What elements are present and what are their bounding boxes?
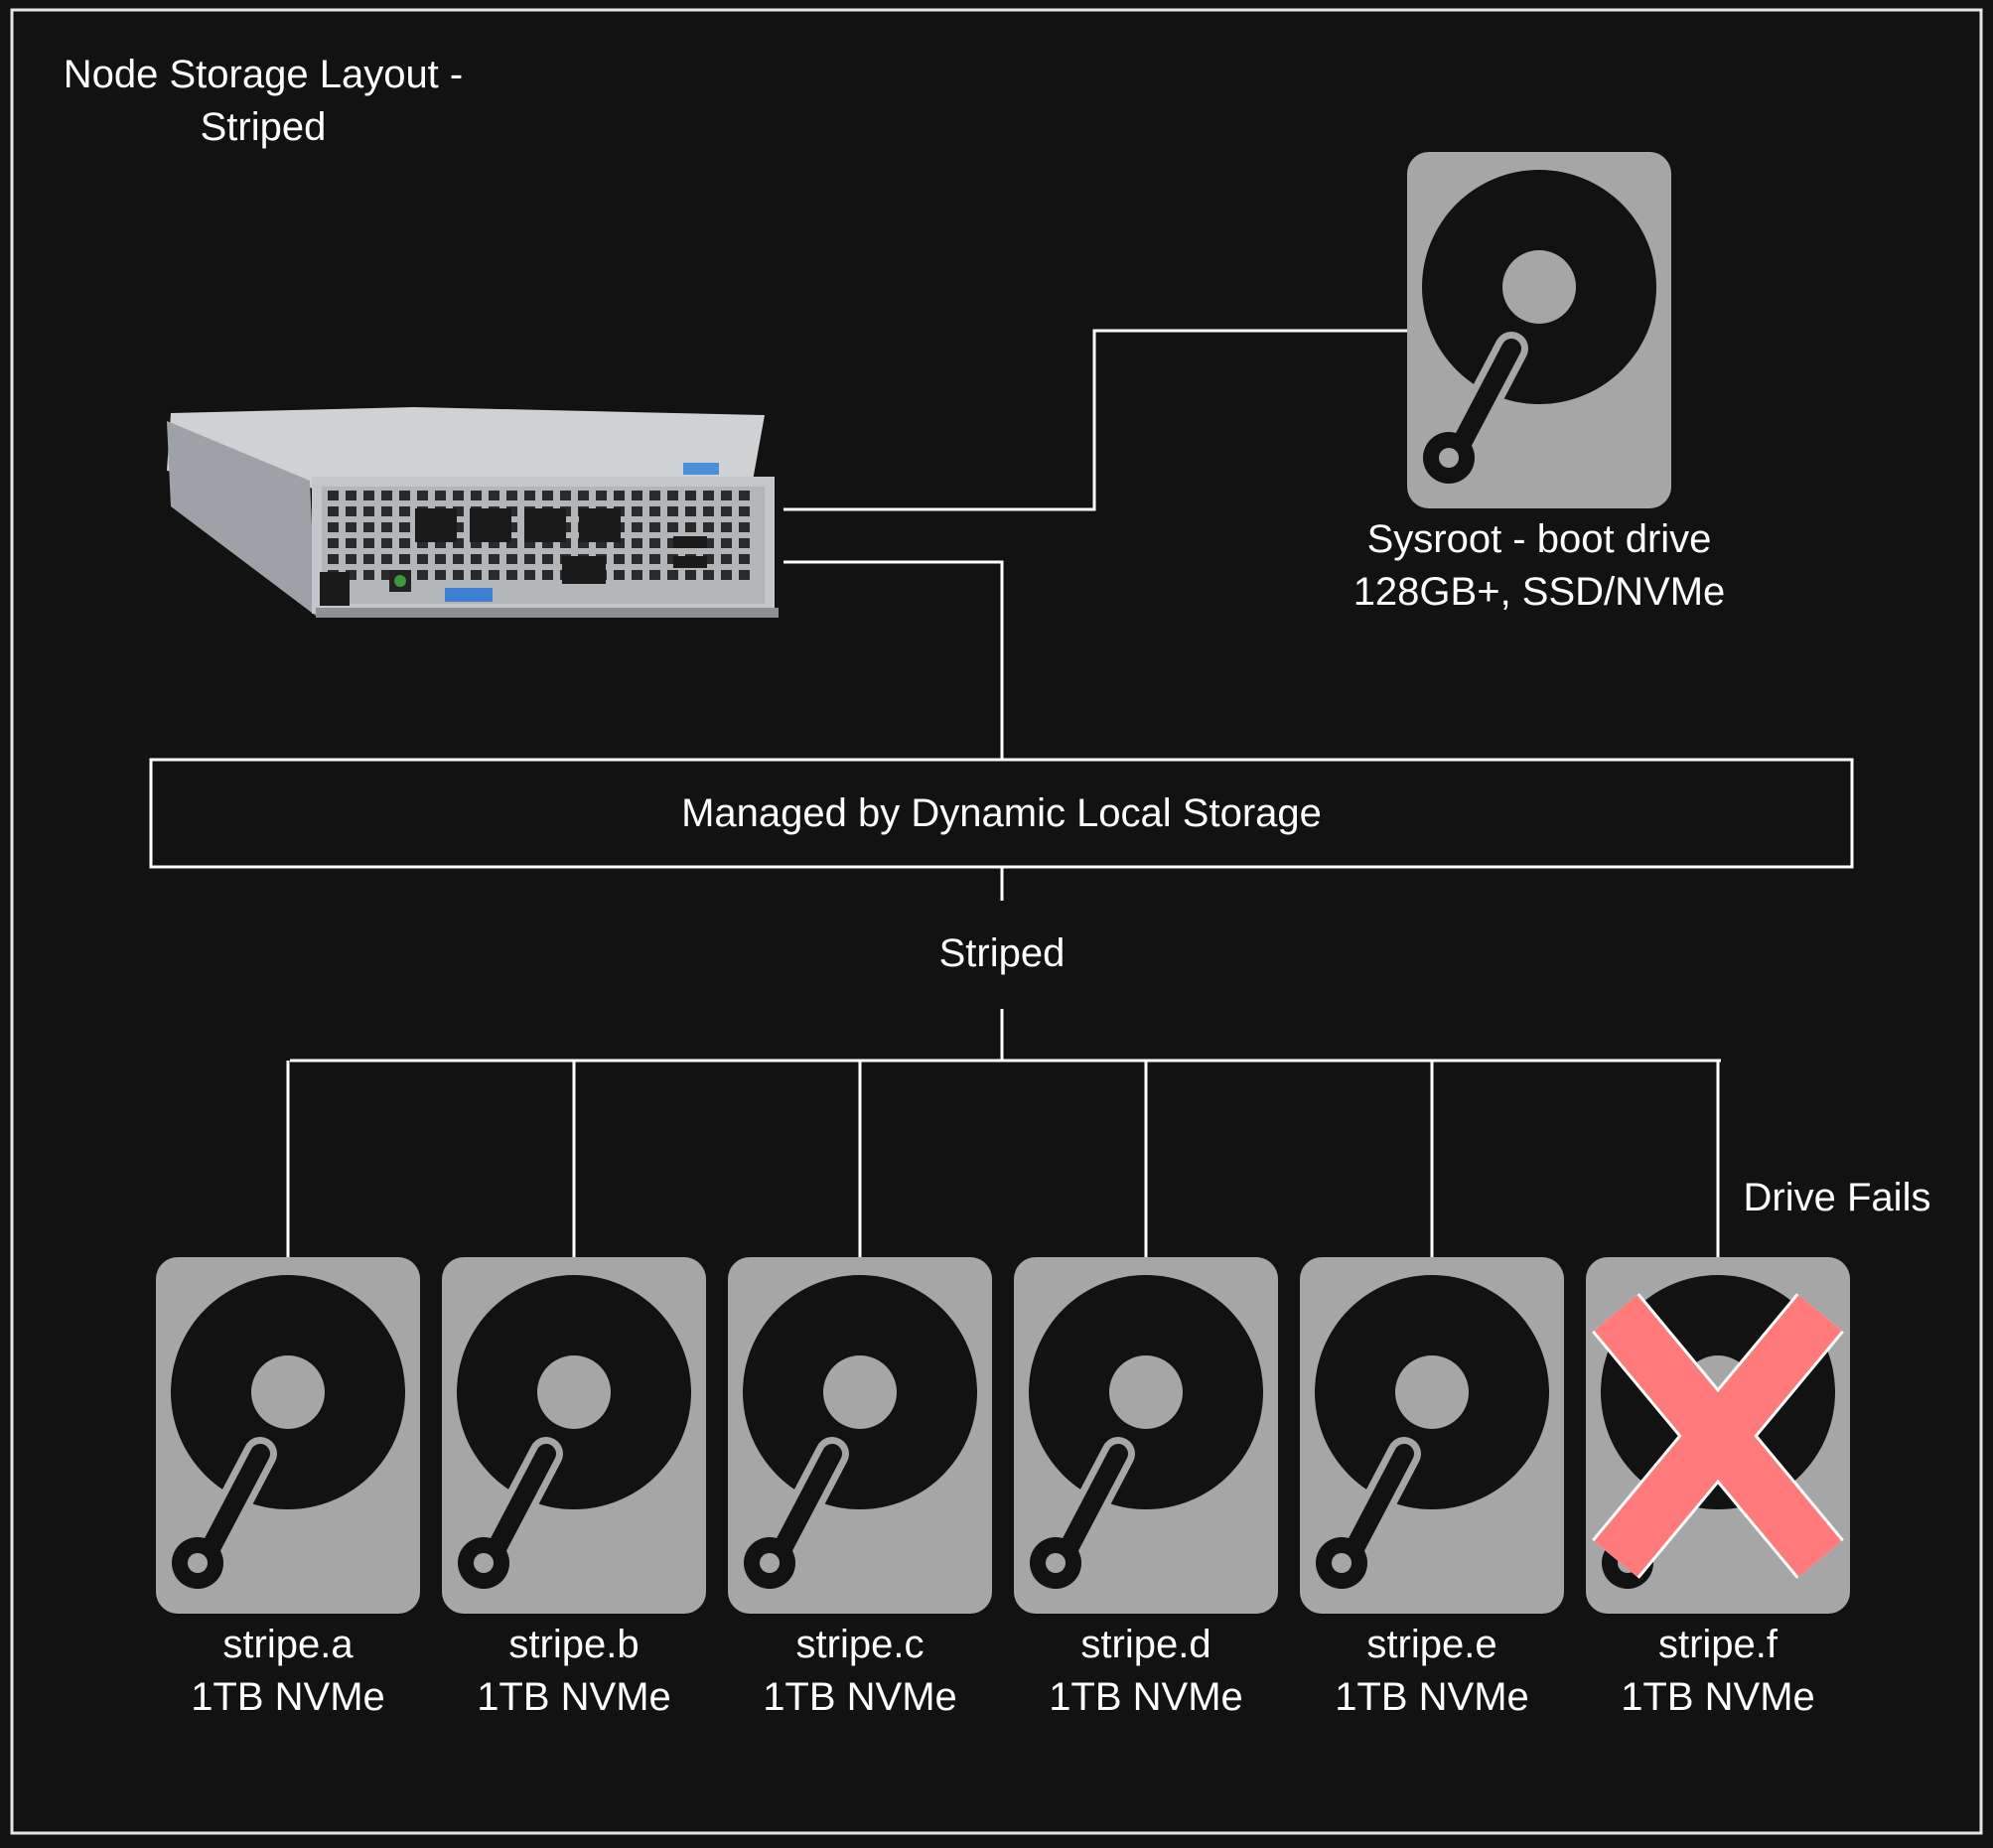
drive-label: stripe.e 1TB NVMe (1293, 1619, 1571, 1724)
drive-name: stripe.e (1366, 1623, 1497, 1666)
drive-name: stripe.d (1080, 1623, 1211, 1666)
diagram-title: Node Storage Layout - Striped (40, 49, 487, 154)
diagram-title-line-1: Node Storage Layout - (63, 53, 464, 96)
boot-drive-spec: 128GB+, SSD/NVMe (1352, 570, 1726, 614)
hard-drive-icon (1014, 1257, 1278, 1614)
managed-box-label: Managed by Dynamic Local Storage (681, 791, 1322, 835)
boot-drive-name: Sysroot - boot drive (1366, 517, 1712, 561)
striped-label: Striped (938, 931, 1066, 975)
diagram-title-line-2: Striped (200, 105, 327, 149)
hard-drive-icon (1300, 1257, 1564, 1614)
drive-name: stripe.f (1657, 1623, 1779, 1666)
drive-label: stripe.c 1TB NVMe (721, 1619, 999, 1724)
drive-name: stripe.b (508, 1623, 640, 1666)
drive-label: stripe.d 1TB NVMe (1007, 1619, 1285, 1724)
diagram-frame (10, 8, 1983, 1835)
drive-label: stripe.b 1TB NVMe (435, 1619, 713, 1724)
drive-spec: 1TB NVMe (191, 1675, 385, 1719)
hard-drive-icon (728, 1257, 992, 1614)
drive-spec: 1TB NVMe (763, 1675, 957, 1719)
drive-spec: 1TB NVMe (1335, 1675, 1529, 1719)
drive-spec: 1TB NVMe (1049, 1675, 1243, 1719)
boot-drive-label: Sysroot - boot drive 128GB+, SSD/NVMe (1291, 513, 1787, 619)
drive-spec: 1TB NVMe (477, 1675, 671, 1719)
connector-server-to-managed (783, 560, 1004, 760)
hard-drive-icon (442, 1257, 706, 1614)
drive-name: stripe.c (795, 1623, 925, 1666)
drive-name: stripe.a (222, 1623, 354, 1666)
hard-drive-icon (156, 1257, 420, 1614)
server-chassis-icon (167, 407, 779, 618)
drive-label: stripe.f 1TB NVMe (1579, 1619, 1857, 1724)
drive-fails-label: Drive Fails (1743, 1176, 1931, 1219)
drive-spec: 1TB NVMe (1621, 1675, 1815, 1719)
connector-server-to-boot (783, 329, 1407, 511)
hard-drive-icon (1407, 152, 1671, 508)
drive-label: stripe.a 1TB NVMe (149, 1619, 427, 1724)
failure-x-icon (1592, 1293, 1844, 1579)
